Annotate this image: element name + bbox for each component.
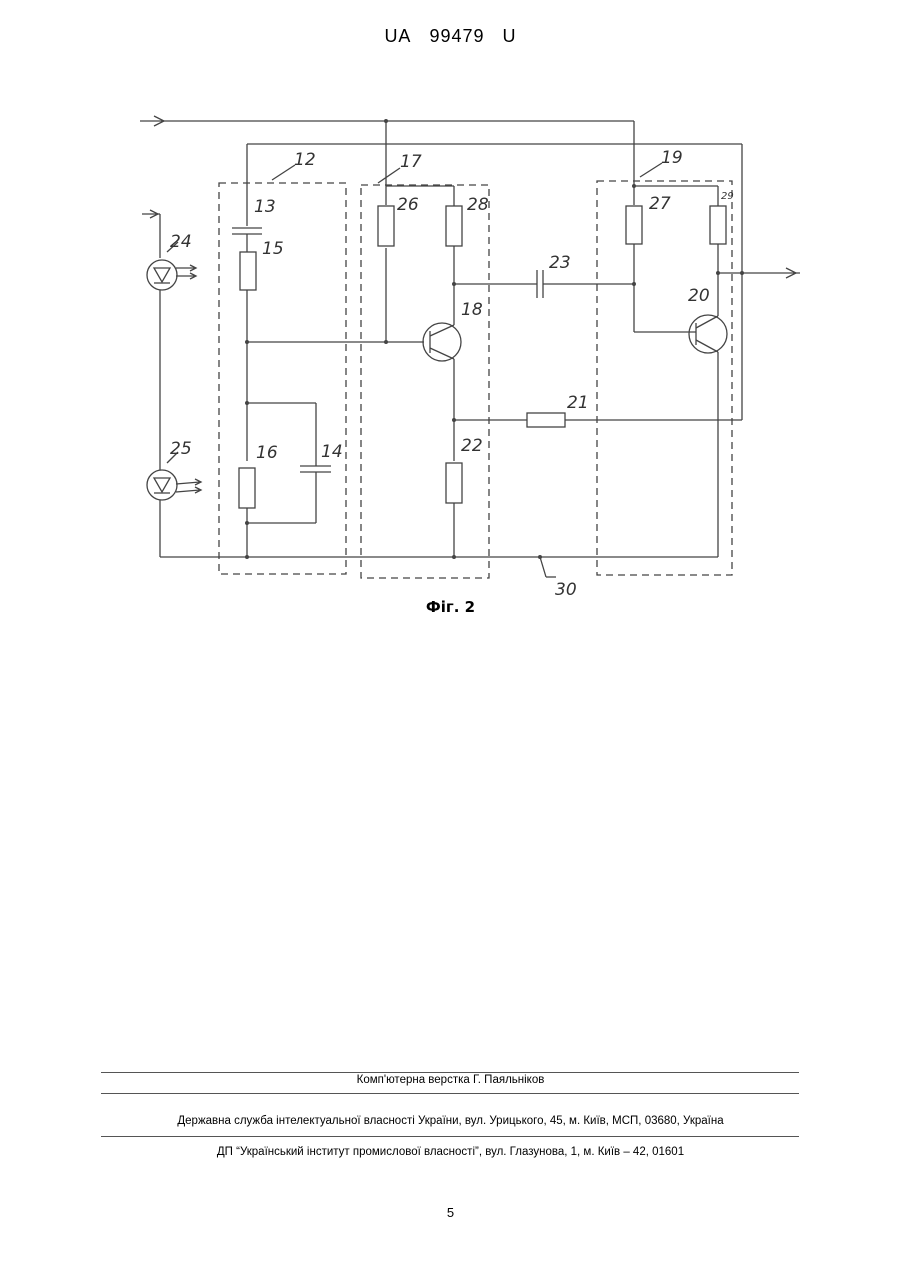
label-23: 23 — [549, 253, 571, 273]
resistor-21 — [527, 413, 565, 427]
page-number: 5 — [0, 1205, 901, 1220]
footer-layout-credit: Комп'ютерна верстка Г. Паяльніков — [0, 1074, 901, 1086]
resistor-29 — [710, 206, 726, 244]
label-13: 13 — [254, 197, 276, 217]
footer-institute: ДП “Український інститут промислової вла… — [0, 1146, 901, 1158]
footer-agency: Державна служба інтелектуальної власност… — [0, 1115, 901, 1127]
footer-rule-1 — [101, 1072, 799, 1073]
block-19-outline — [597, 181, 732, 575]
block-17-outline — [361, 185, 489, 578]
footer-rule-2 — [101, 1093, 799, 1094]
transistor-18 — [423, 323, 461, 361]
label-29: 29 — [721, 191, 734, 202]
label-18: 18 — [461, 300, 483, 320]
label-22: 22 — [461, 436, 483, 456]
resistor-26 — [378, 206, 394, 246]
label-28: 28 — [467, 195, 489, 215]
label-26: 26 — [397, 195, 419, 215]
resistor-22 — [446, 463, 462, 503]
label-21: 21 — [567, 393, 589, 413]
resistor-28 — [446, 206, 462, 246]
label-12: 12 — [294, 150, 316, 170]
label-24: 24 — [170, 232, 192, 252]
label-17: 17 — [400, 152, 422, 172]
led-25 — [147, 470, 177, 500]
label-25: 25 — [170, 439, 192, 459]
circuit-schematic: 12 13 14 15 16 17 18 19 20 21 22 23 24 2… — [0, 0, 901, 640]
label-19: 19 — [661, 148, 683, 168]
label-30: 30 — [555, 580, 577, 600]
resistor-16 — [239, 468, 255, 508]
resistor-27 — [626, 206, 642, 244]
label-14: 14 — [321, 442, 343, 462]
label-15: 15 — [262, 239, 284, 259]
label-27: 27 — [649, 194, 671, 214]
label-16: 16 — [256, 443, 278, 463]
resistor-15 — [240, 252, 256, 290]
footer-rule-3 — [101, 1136, 799, 1137]
figure-caption: Фіг. 2 — [0, 598, 901, 616]
led-24 — [147, 260, 177, 290]
transistor-20 — [689, 315, 727, 353]
label-20: 20 — [688, 286, 710, 306]
